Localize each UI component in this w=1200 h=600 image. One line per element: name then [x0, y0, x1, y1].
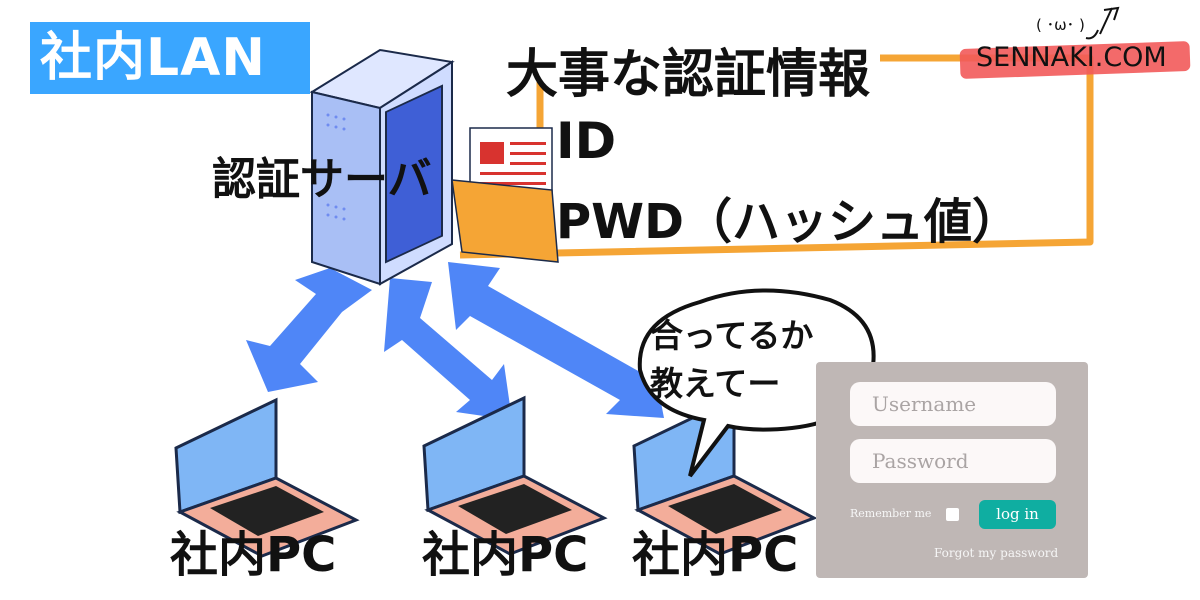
pc-label-2: 社内PC — [422, 527, 589, 583]
credentials-id: ID — [556, 112, 617, 170]
folder-icon — [451, 127, 559, 263]
brand-face: ( ･ω･ ) — [1036, 16, 1085, 34]
remember-me-label: Remember me — [850, 507, 932, 520]
arrow-left — [246, 268, 372, 392]
laptop-icon-2 — [422, 395, 608, 556]
credentials-pwd: PWD（ハッシュ値） — [556, 194, 1020, 250]
speech-bubble — [637, 288, 876, 478]
login-panel: Username Password Remember me log in For… — [816, 362, 1088, 578]
speech-line-2: 教えてー — [650, 364, 781, 403]
server-label: 認証サーバ — [212, 154, 432, 205]
speech-text: 合ってるか 教えてー — [650, 312, 860, 408]
brand-name: SENNAKI.COM — [976, 42, 1167, 73]
lan-title: 社内LAN — [40, 28, 266, 88]
username-field[interactable]: Username — [850, 382, 1056, 426]
password-field[interactable]: Password — [850, 439, 1056, 483]
speech-line-1: 合ってるか — [650, 316, 814, 355]
pc-label-3: 社内PC — [632, 527, 799, 583]
credentials-title: 大事な認証情報 — [506, 45, 871, 105]
arrow-middle — [384, 278, 512, 420]
remember-me-checkbox[interactable] — [946, 508, 959, 521]
laptop-icon-1 — [174, 397, 360, 558]
forgot-password-link[interactable]: Forgot my password — [934, 546, 1059, 560]
server-icon — [309, 48, 455, 286]
pc-label-1: 社内PC — [170, 527, 337, 583]
arrow-right — [448, 262, 664, 418]
login-button[interactable]: log in — [979, 500, 1056, 529]
lan-badge — [30, 22, 310, 94]
brand-mascot-icon — [1085, 6, 1120, 40]
